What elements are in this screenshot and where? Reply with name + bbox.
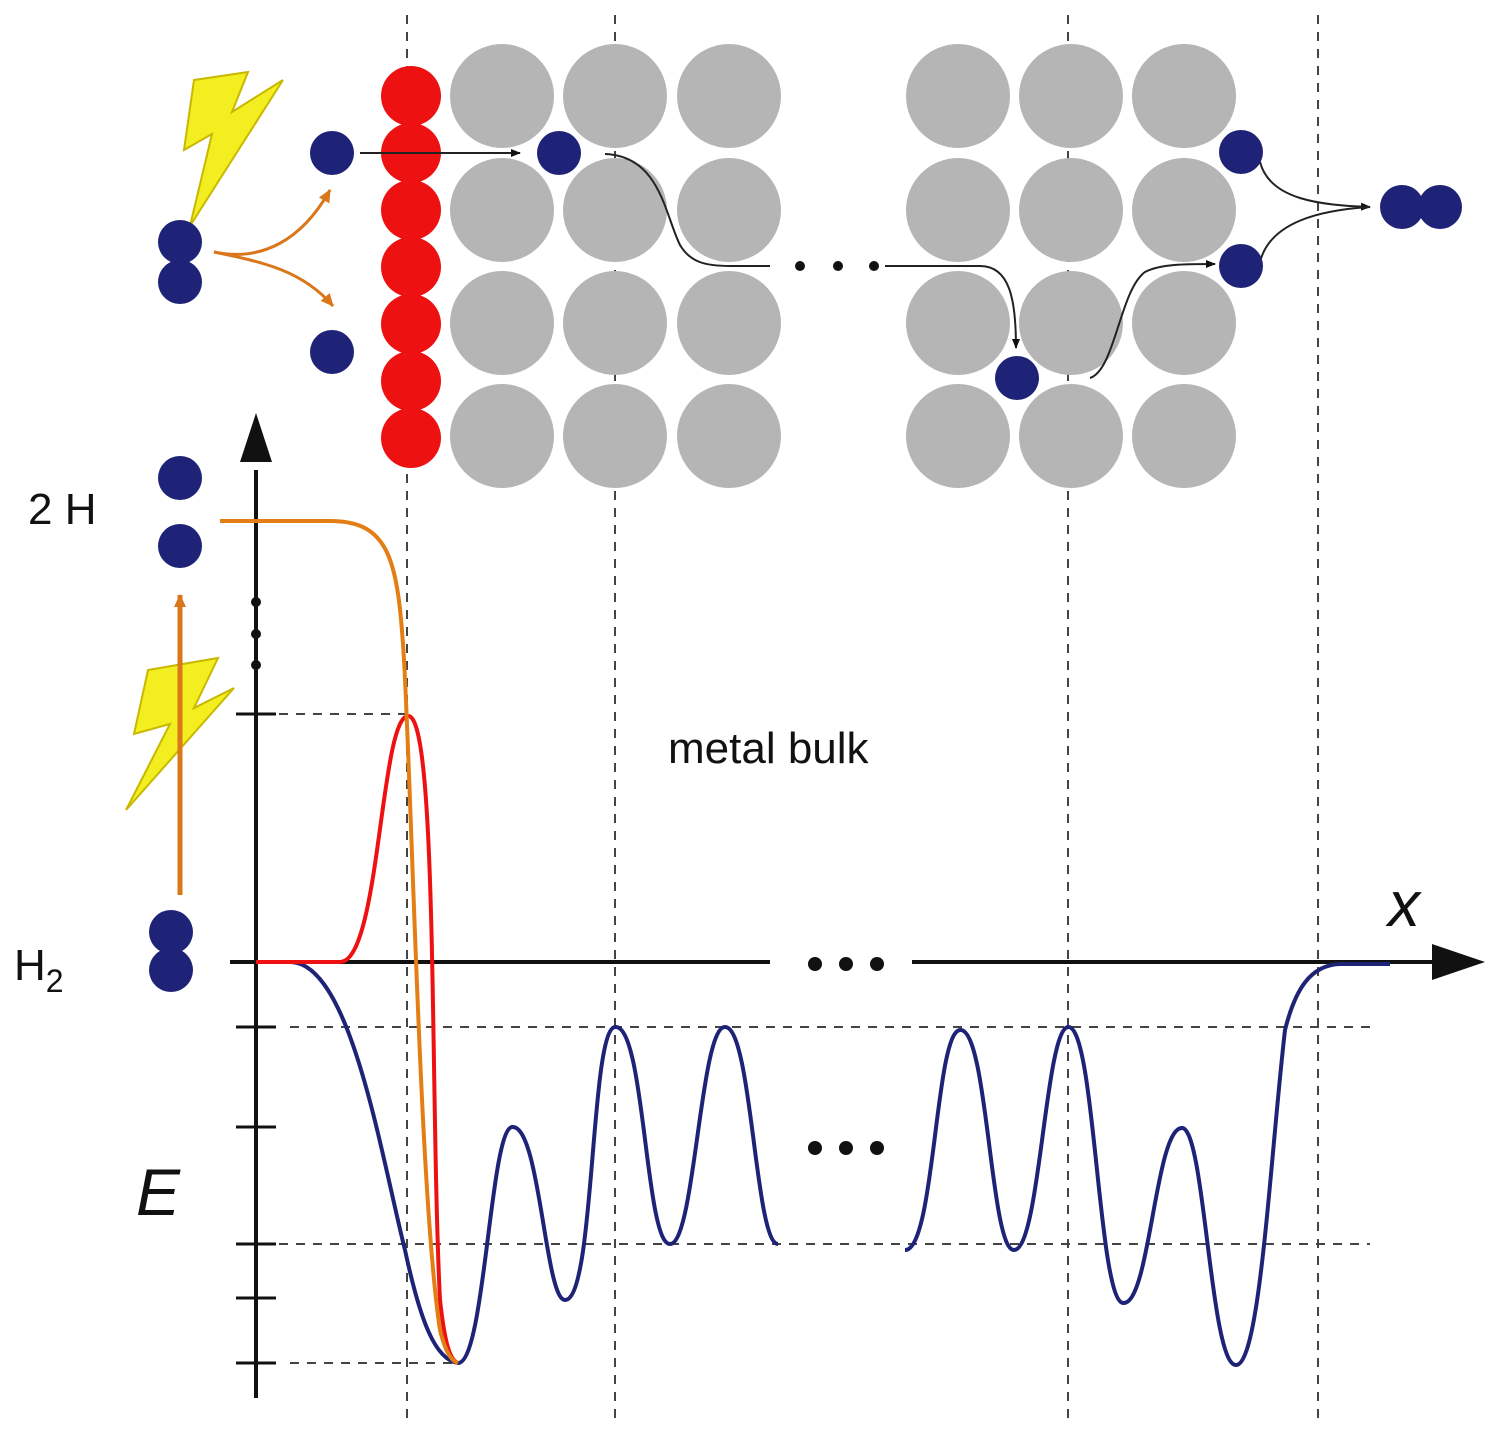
surface-atom-layer [381,66,441,468]
hydrogen-atoms [149,130,1462,992]
metal-lattice-left [450,44,781,488]
label-metal-bulk: metal bulk [668,724,870,773]
label-energy-axis: E [136,1155,181,1229]
energy-curve-bulk-left [256,960,779,1366]
lightning-bolt-icon [182,70,284,227]
surface-potential-curve [256,713,459,1365]
label-h2: H2 [14,941,64,999]
energy-curve-bulk-right [904,962,1390,1368]
axis-break-dots [808,957,884,1155]
label-two-h: 2 H [28,485,96,534]
dissociation-curve [220,519,459,1365]
energy-axis [236,413,276,1398]
diffusion-path [360,149,1371,379]
dissociation-arrows [213,189,335,307]
metal-lattice-right [906,44,1236,488]
ellipsis-dots [795,261,879,271]
horizontal-guides [262,713,1370,1364]
label-position-axis: x [1385,868,1422,940]
